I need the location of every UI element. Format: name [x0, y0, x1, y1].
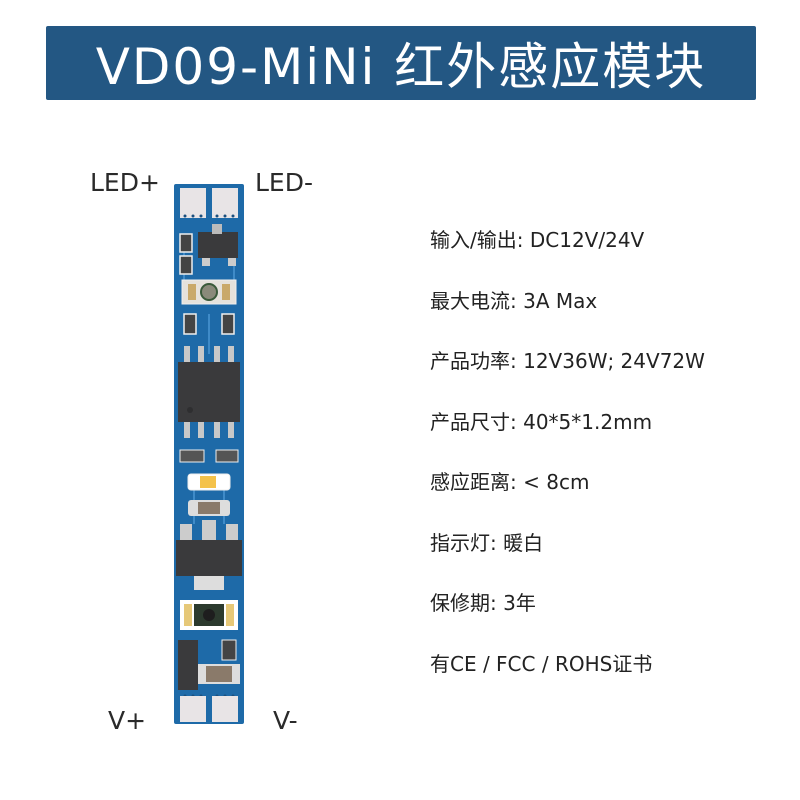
- spec-label: 保修期: [430, 591, 490, 615]
- resistor: [179, 449, 205, 463]
- spec-power: 产品功率: 12V36W; 24V72W: [430, 349, 705, 373]
- pin-label-v-plus: V+: [108, 706, 147, 735]
- spec-indicator: 指示灯: 暖白: [430, 530, 544, 555]
- resistor: [183, 313, 197, 335]
- spec-label: 指示灯: [430, 530, 490, 555]
- ic-chip: [178, 362, 240, 422]
- transistor-chip: [198, 232, 238, 258]
- spec-value: 3A Max: [523, 288, 598, 313]
- spec-max-current: 最大电流: 3A Max: [430, 288, 598, 313]
- spec-sensing-distance: 感应距离: < 8cm: [430, 470, 590, 494]
- pin-label-led-minus: LED-: [255, 168, 313, 197]
- spec-list: 输入/输出: DC12V/24V 最大电流: 3A Max 产品功率: 12V3…: [430, 222, 705, 706]
- pad-led-minus: [212, 188, 238, 218]
- resistor: [179, 233, 193, 253]
- product-title: VD09-MiNi 红外感应模块: [95, 38, 707, 96]
- spec-dimensions: 产品尺寸: 40*5*1.2mm: [430, 409, 653, 434]
- resistor: [215, 449, 239, 463]
- spec-value: DC12V/24V: [529, 228, 645, 252]
- resistor: [221, 313, 235, 335]
- spec-label: 输入/输出: [430, 228, 517, 252]
- spec-label: 最大电流: [430, 288, 510, 313]
- title-banner: VD09-MiNi 红外感应模块: [46, 26, 756, 100]
- capacitor: [198, 502, 220, 514]
- pin-label-led-plus: LED+: [90, 168, 160, 197]
- resistor: [179, 255, 193, 275]
- voltage-regulator: [176, 540, 242, 576]
- pad-v-plus: [180, 696, 206, 722]
- spec-value: 3年: [503, 591, 536, 615]
- pin-label-v-minus: V-: [273, 706, 298, 735]
- spec-value: < 8cm: [523, 470, 590, 494]
- spec-label: 感应距离: [430, 470, 510, 494]
- spec-certifications: 有CE / FCC / ROHS证书: [430, 646, 705, 707]
- spec-input-output: 输入/输出: DC12V/24V: [430, 228, 645, 252]
- spec-label: 产品尺寸: [430, 409, 510, 434]
- diode: [178, 640, 198, 690]
- resistor: [221, 639, 237, 661]
- spec-label: 产品功率: [430, 349, 510, 373]
- pcb-module-image: [174, 184, 244, 724]
- pad-v-minus: [212, 696, 238, 722]
- spec-value: 暖白: [503, 530, 544, 555]
- spec-value: 12V36W; 24V72W: [523, 349, 705, 373]
- spec-value: 有CE / FCC / ROHS证书: [430, 651, 653, 676]
- spec-warranty: 保修期: 3年: [430, 591, 536, 615]
- spec-value: 40*5*1.2mm: [523, 409, 653, 434]
- capacitor: [206, 666, 232, 682]
- pad-led-plus: [180, 188, 206, 218]
